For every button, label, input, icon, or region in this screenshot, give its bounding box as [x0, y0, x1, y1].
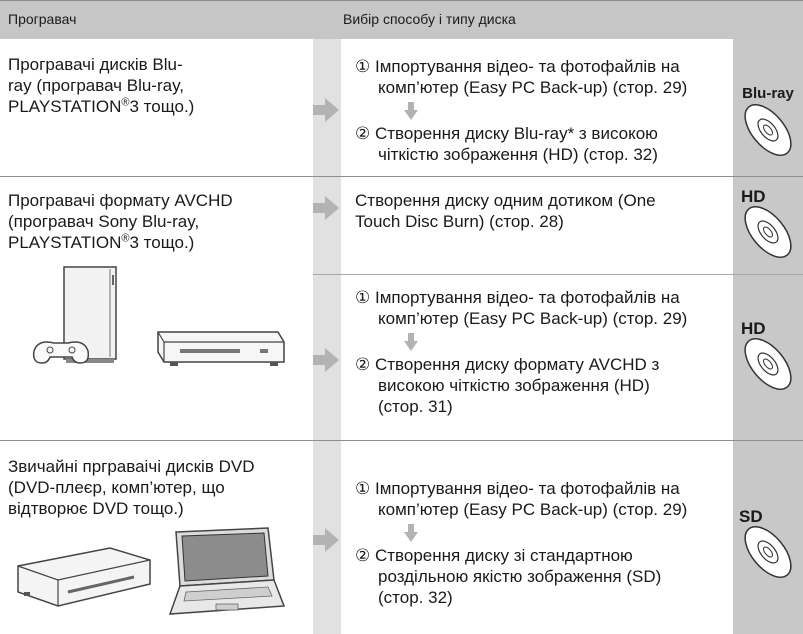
step-text: Створення диску зі стандартною [374, 546, 633, 565]
step-line: ① Імпортування відео- та фотофайлів на [355, 287, 735, 308]
player-line: (програвач Sony Blu-ray, [8, 212, 200, 231]
player-line: (DVD-плеєр, комп’ютер, що [8, 478, 225, 497]
disc-icon: SD [739, 507, 792, 578]
sub-row-separator [313, 274, 803, 275]
step-text: Імпортування відео- та фотофайлів на [374, 57, 680, 76]
step-text: Створення диску Blu-ray* з високою [374, 124, 658, 143]
step-2: ② Створення диску зі стандартною розділь… [355, 545, 735, 608]
step-line: ① Імпортування відео- та фотофайлів на [355, 478, 735, 499]
step-line: чіткістю зображення (HD) (стор. 32) [378, 145, 658, 164]
brand-text: PLAYSTATION [8, 233, 122, 252]
brand-suffix: 3 тощо.) [129, 97, 195, 116]
player-blu-ray-text: Програвачі дисків Blu- ray (програвач Bl… [8, 54, 298, 117]
step-number: ① [355, 288, 371, 307]
disc-label: HD [741, 187, 766, 206]
disc-icon: Blu-ray [742, 85, 794, 156]
option-line: Touch Disc Burn) (стор. 28) [355, 212, 564, 231]
player-line: відтворює DVD тощо.) [8, 499, 184, 518]
step-number: ② [355, 546, 371, 565]
step-line: ② Створення диску зі стандартною [355, 545, 735, 566]
step-line: ② Створення диску Blu-ray* з високою [355, 123, 735, 144]
registered-mark: ® [121, 232, 130, 245]
step-line: (стор. 31) [378, 397, 453, 416]
registered-mark: ® [121, 96, 130, 109]
step-line: високою чіткістю зображення (HD) [378, 376, 650, 395]
table-header [0, 0, 803, 39]
arrow-right-icon [313, 196, 339, 220]
option-one-touch: Створення диску одним дотиком (One Touch… [355, 190, 730, 232]
blu-ray-player-icon [157, 331, 285, 366]
disc-label: Blu-ray [742, 85, 794, 102]
step-line: комп’ютер (Easy PC Back-up) (стор. 29) [378, 309, 688, 328]
brand-text: PLAYSTATION [8, 97, 122, 116]
disc-icon: HD [741, 319, 792, 390]
step-line: (стор. 32) [378, 588, 453, 607]
player-line: Програвачі формату AVCHD [8, 191, 233, 210]
player-line: PLAYSTATION®3 тощо.) [8, 232, 308, 253]
step-line: комп’ютер (Easy PC Back-up) (стор. 29) [378, 78, 688, 97]
step-2: ② Створення диску Blu-ray* з високою чіт… [355, 123, 735, 165]
step-1: ① Імпортування відео- та фотофайлів на к… [355, 287, 735, 329]
disc-icon: HD [741, 187, 792, 258]
arrow-right-icon [313, 348, 339, 372]
row-separator [0, 440, 803, 441]
arrow-down-icon [404, 524, 418, 542]
step-number: ① [355, 57, 371, 76]
step-number: ② [355, 355, 371, 374]
dvd-player-icon [17, 547, 151, 607]
option-line: Створення диску одним дотиком (One [355, 191, 656, 210]
disc-label: HD [741, 319, 766, 338]
header-method: Вибір способу і типу диска [343, 11, 516, 27]
step-1: ① Імпортування відео- та фотофайлів на к… [355, 478, 735, 520]
player-line: PLAYSTATION®3 тощо.) [8, 96, 298, 117]
step-2: ② Створення диску формату AVCHD з високо… [355, 354, 735, 417]
step-1: ① Імпортування відео- та фотофайлів на к… [355, 56, 735, 98]
step-line: роздільною якістю зображення (SD) [378, 567, 662, 586]
step-text: Створення диску формату AVCHD з [374, 355, 660, 374]
row-separator [0, 176, 803, 177]
step-number: ② [355, 124, 371, 143]
laptop-icon [168, 527, 286, 615]
player-dvd-text: Звичайні прграваічі дисків DVD (DVD-плеє… [8, 456, 313, 519]
game-console-icon [32, 266, 117, 364]
header-player: Програвач [8, 11, 77, 27]
step-text: Імпортування відео- та фотофайлів на [374, 479, 680, 498]
brand-suffix: 3 тощо.) [129, 233, 195, 252]
step-line: ① Імпортування відео- та фотофайлів на [355, 56, 735, 77]
step-line: ② Створення диску формату AVCHD з [355, 354, 735, 375]
player-avchd-text: Програвачі формату AVCHD (програвач Sony… [8, 190, 308, 253]
step-text: Імпортування відео- та фотофайлів на [374, 288, 680, 307]
arrow-down-icon [404, 333, 418, 351]
arrow-right-icon [313, 528, 339, 552]
arrow-right-icon [313, 98, 339, 122]
disc-label: SD [739, 507, 763, 526]
step-line: комп’ютер (Easy PC Back-up) (стор. 29) [378, 500, 688, 519]
player-line: Звичайні прграваічі дисків DVD [8, 457, 255, 476]
arrow-down-icon [404, 102, 418, 120]
step-number: ① [355, 479, 371, 498]
player-line: Програвачі дисків Blu- [8, 55, 183, 74]
player-line: ray (програвач Blu-ray, [8, 76, 185, 95]
